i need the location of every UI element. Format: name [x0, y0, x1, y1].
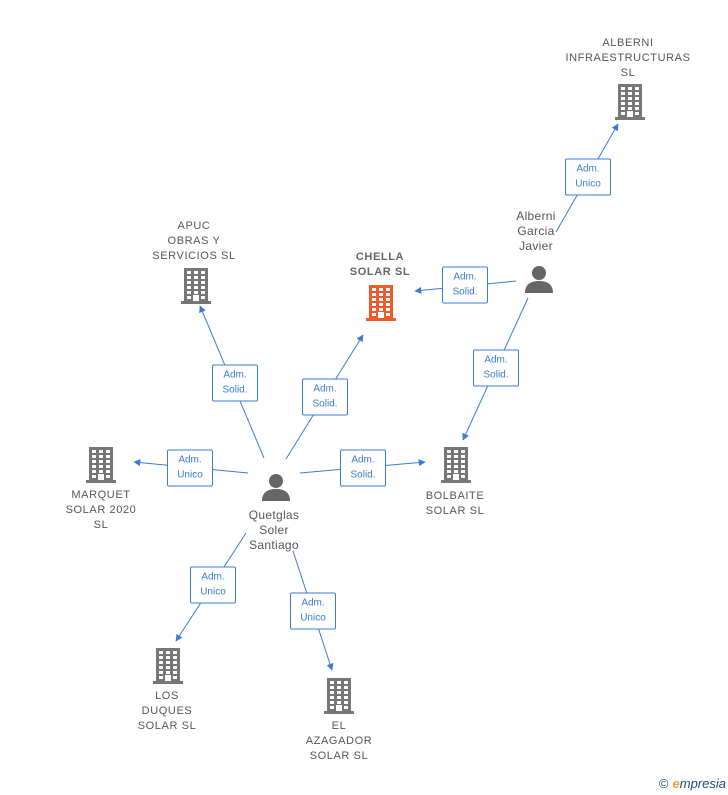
edge-label-quetglas-to-chella[interactable]: Adm. Solid. [302, 378, 348, 416]
node-label-line: AZAGADOR [305, 735, 373, 747]
building-icon[interactable] [181, 268, 211, 309]
edge-label-text: Adm. [453, 271, 477, 283]
edge-label-alberni_garcia-to-alberni_infra[interactable]: Adm. Unico [565, 158, 611, 196]
node-label-line: BOLBAITE [425, 490, 485, 502]
building-icon[interactable] [324, 678, 354, 719]
building-icon[interactable] [615, 84, 645, 125]
node-label-line: LOS [155, 690, 179, 702]
node-label-line: SOLAR SL [425, 505, 485, 517]
node-label-line: Quetglas [248, 508, 300, 522]
edge-label-text: Solid. [312, 398, 338, 410]
node-label-line: SL [93, 519, 109, 531]
node-label-bolbaite[interactable]: BOLBAITE SOLAR SL [426, 489, 485, 519]
edge-label-text: Unico [177, 469, 203, 481]
edge-label-text: Adm. [301, 597, 325, 609]
edge-label-text: Adm. [178, 454, 202, 466]
node-label-line: SOLAR SL [137, 720, 197, 732]
node-label-los-duques[interactable]: LOS DUQUES SOLAR SL [138, 689, 197, 734]
node-label-apuc[interactable]: APUC OBRAS Y SERVICIOS SL [152, 219, 235, 264]
edge-label-text: Solid. [452, 286, 478, 298]
node-label-line: SL [620, 67, 636, 79]
edge-label-text: Unico [575, 178, 601, 190]
node-label-line: Garcia [517, 224, 555, 238]
node-label-line: Santiago [249, 538, 299, 552]
node-label-line: ALBERNI [602, 37, 654, 49]
node-label-line: EL [331, 720, 347, 732]
edge-label-alberni_garcia-to-chella[interactable]: Adm. Solid. [442, 266, 488, 304]
brand-name: mpresia [679, 776, 726, 791]
edge-label-text: Unico [300, 612, 326, 624]
node-label-line: APUC [177, 220, 211, 232]
brand-logo-letter: e [672, 776, 680, 791]
edge-label-text: Solid. [483, 369, 509, 381]
edge-label-text: Unico [200, 586, 226, 598]
edge-label-quetglas-to-bolbaite[interactable]: Adm. Solid. [340, 449, 386, 487]
node-label-alberni-infra[interactable]: ALBERNI INFRAESTRUCTURAS SL [565, 36, 690, 81]
edge-label-quetglas-to-el_azagador[interactable]: Adm. Unico [290, 592, 336, 630]
building-icon[interactable] [366, 285, 396, 326]
edge-label-text: Adm. [351, 454, 375, 466]
node-label-chella[interactable]: CHELLA SOLAR SL [350, 250, 410, 280]
person-icon[interactable] [524, 264, 554, 299]
edge-label-alberni_garcia-to-bolbaite[interactable]: Adm. Solid. [473, 349, 519, 387]
node-label-line: SOLAR 2020 [65, 504, 137, 516]
node-label-line: Alberni [516, 209, 556, 223]
node-label-line: SOLAR SL [309, 750, 369, 762]
edge-label-text: Adm. [484, 354, 508, 366]
node-label-el-azagador[interactable]: EL AZAGADOR SOLAR SL [306, 719, 373, 764]
edge-label-text: Solid. [350, 469, 376, 481]
node-label-line: DUQUES [141, 705, 193, 717]
edge-label-quetglas-to-apuc[interactable]: Adm. Solid. [212, 364, 258, 402]
node-label-line: Javier [519, 239, 553, 253]
node-label-line: MARQUET [71, 489, 131, 501]
edge-label-text: Adm. [201, 571, 225, 583]
node-label-line: SOLAR SL [349, 266, 411, 278]
edge-label-text: Solid. [222, 384, 248, 396]
brand-footer: ©empresia [659, 776, 726, 791]
node-label-line: INFRAESTRUCTURAS [565, 52, 691, 64]
edge-label-text: Adm. [576, 163, 600, 175]
building-icon[interactable] [441, 447, 471, 488]
building-icon[interactable] [86, 447, 116, 488]
building-icon[interactable] [153, 648, 183, 689]
edge-label-text: Adm. [223, 369, 247, 381]
node-label-line: Soler [259, 523, 289, 537]
copyright-icon: © [658, 776, 669, 791]
edge-label-text: Adm. [313, 383, 337, 395]
edge-label-quetglas-to-marquet[interactable]: Adm. Unico [167, 449, 213, 487]
person-icon[interactable] [261, 472, 291, 507]
node-label-line: OBRAS Y [167, 235, 221, 247]
node-label-line: SERVICIOS SL [152, 250, 236, 262]
edge-label-quetglas-to-los_duques[interactable]: Adm. Unico [190, 566, 236, 604]
node-label-line: CHELLA [355, 251, 405, 263]
